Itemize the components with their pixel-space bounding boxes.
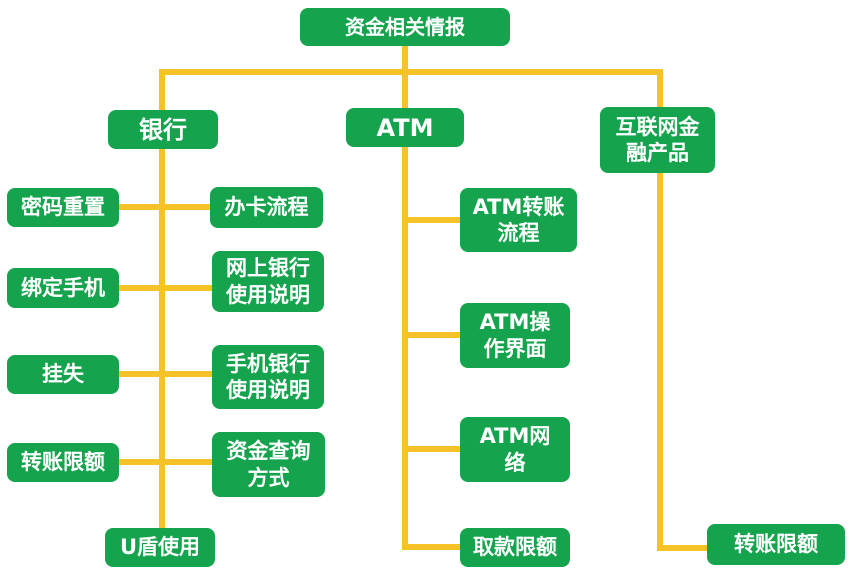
node-label: 银行	[139, 115, 187, 144]
node-bank: 银行	[108, 110, 218, 149]
connector-drop-bank	[159, 69, 165, 110]
connector-bank-row3	[118, 371, 212, 377]
node-label: 融产品	[626, 141, 689, 165]
node-atm-transfer: ATM转账 流程	[460, 188, 577, 252]
connector-atm-elbow	[402, 544, 460, 550]
node-ushield: U盾使用	[105, 528, 215, 567]
node-label: 流程	[497, 221, 540, 245]
node-label: 密码重置	[21, 195, 105, 220]
node-root: 资金相关情报	[300, 8, 510, 46]
node-label: ATM操	[479, 310, 551, 335]
connector-atm-spine	[402, 147, 408, 550]
node-label: ATM网	[479, 424, 551, 449]
node-internet: 互联网金 融产品	[600, 107, 715, 173]
node-atm: ATM	[346, 108, 464, 147]
node-label: 取款限额	[473, 535, 557, 560]
node-label: ATM转账	[472, 194, 565, 219]
node-label: 使用说明	[226, 378, 310, 402]
node-label: 资金相关情报	[345, 14, 465, 39]
connector-atm-stub1	[408, 217, 460, 223]
connector-atm-stub3	[408, 446, 460, 452]
node-label: ATM	[376, 113, 434, 142]
node-label: 资金查询	[226, 439, 311, 464]
node-label: 络	[504, 450, 526, 475]
connector-bank-row4	[118, 459, 212, 465]
node-bind-phone: 绑定手机	[7, 268, 119, 308]
node-label: 挂失	[42, 362, 84, 387]
connector-bank-row2	[118, 285, 212, 291]
connector-drop-atm	[402, 69, 408, 108]
connector-bank-spine	[159, 149, 165, 528]
node-atm-network: ATM网 络	[460, 417, 570, 482]
connector-root-stem	[402, 46, 408, 72]
node-password-reset: 密码重置	[7, 188, 119, 227]
node-fund-inquiry: 资金查询 方式	[212, 432, 325, 497]
node-bank-transfer-limit: 转账限额	[7, 443, 119, 482]
node-label: U盾使用	[119, 535, 201, 560]
node-report-loss: 挂失	[7, 355, 119, 394]
connector-atm-stub2	[408, 332, 460, 338]
node-label: 使用说明	[226, 282, 310, 307]
connector-internet-elbow	[657, 545, 707, 551]
node-label: 手机银行	[226, 351, 310, 376]
node-label: 互联网金	[615, 114, 700, 139]
node-label: 网上银行	[226, 256, 310, 281]
node-card-process: 办卡流程	[210, 187, 323, 228]
node-online-banking: 网上银行 使用说明	[212, 251, 324, 312]
connector-internet-spine	[657, 172, 663, 551]
node-internet-transfer-limit: 转账限额	[707, 524, 845, 565]
connector-top-rail	[159, 69, 663, 75]
node-withdraw-limit: 取款限额	[460, 528, 570, 567]
node-label: 转账限额	[734, 532, 818, 557]
node-atm-interface: ATM操 作界面	[460, 303, 570, 368]
node-label: 转账限额	[21, 450, 105, 475]
node-mobile-banking: 手机银行 使用说明	[212, 345, 324, 409]
node-label: 办卡流程	[224, 195, 309, 220]
connector-bank-row1	[118, 204, 212, 210]
connector-drop-internet	[657, 69, 663, 107]
node-label: 方式	[247, 465, 290, 490]
node-label: 作界面	[483, 336, 547, 361]
node-label: 绑定手机	[21, 275, 105, 300]
